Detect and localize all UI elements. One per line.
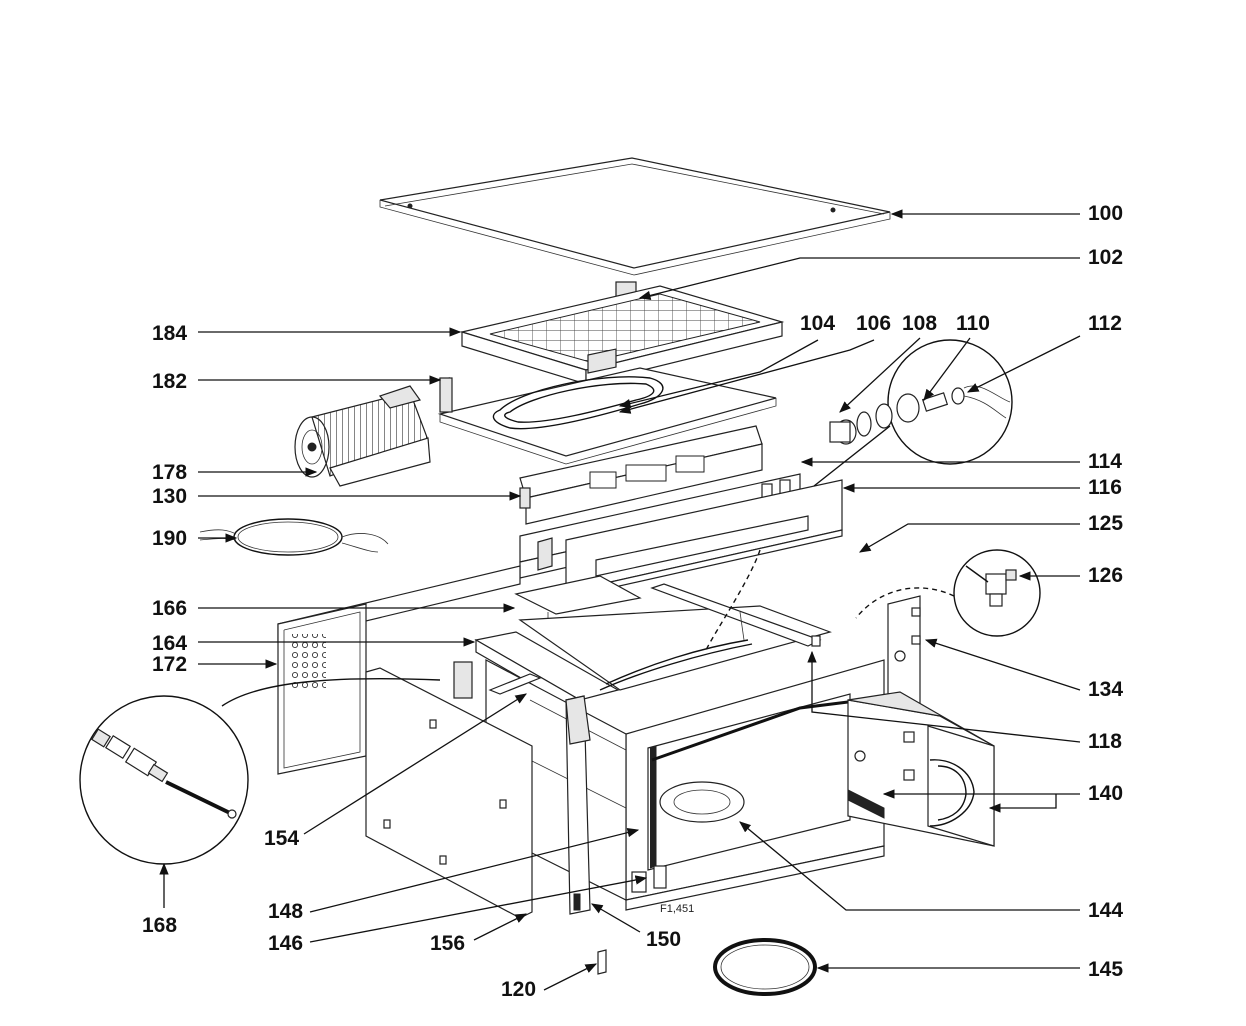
callout-100: 100 — [1088, 202, 1123, 225]
callout-144: 144 — [1088, 899, 1123, 922]
leader-156 — [473, 913, 528, 941]
callout-104: 104 — [800, 312, 835, 335]
detail-circle-hose-fittings — [813, 339, 1013, 487]
callout-102: 102 — [1088, 246, 1123, 269]
callout-108: 108 — [902, 312, 937, 335]
control-bracket — [519, 348, 763, 525]
callout-130: 130 — [152, 485, 187, 508]
leader-125 — [858, 523, 1080, 553]
callout-134: 134 — [1088, 678, 1123, 701]
callout-106: 106 — [856, 312, 891, 335]
callout-125: 125 — [1088, 512, 1123, 535]
leader-102 — [638, 257, 1080, 300]
leader-144 — [739, 821, 1080, 911]
grid-shelf-panel — [459, 285, 785, 385]
callout-labels: 100 102 104 106 108 110 112 114 116 118 … — [142, 202, 1123, 1001]
callout-184: 184 — [152, 322, 187, 345]
callout-168: 168 — [142, 914, 177, 937]
callout-154: 154 — [264, 827, 299, 850]
callout-190: 190 — [152, 527, 187, 550]
callout-182: 182 — [152, 370, 187, 393]
callout-148: 148 — [268, 900, 303, 923]
oven-door — [847, 691, 995, 847]
callout-146: 146 — [268, 932, 303, 955]
back-plate — [365, 667, 542, 919]
detail-circle-connector — [79, 677, 441, 865]
leader-106 — [618, 339, 875, 414]
callout-178: 178 — [152, 461, 187, 484]
callout-118: 118 — [1088, 730, 1122, 753]
leader-lines — [159, 209, 1081, 991]
detail-circle-valve — [855, 549, 1041, 637]
leader-118 — [807, 650, 1081, 743]
leader-108 — [839, 337, 921, 413]
callout-164: 164 — [152, 632, 187, 655]
wire-harness — [199, 518, 389, 556]
leader-150 — [590, 903, 641, 933]
heating-element-plate — [435, 367, 777, 465]
callout-126: 126 — [1088, 564, 1123, 587]
oven-cavity: F1,451 — [453, 575, 885, 915]
callout-116: 116 — [1088, 476, 1122, 499]
blower-fan-motor — [294, 385, 431, 487]
callout-114: 114 — [1088, 450, 1122, 473]
small-clip — [597, 949, 607, 975]
callout-166: 166 — [152, 597, 187, 620]
front-trim-panel — [565, 479, 843, 599]
leader-148 — [309, 828, 640, 913]
leader-112 — [966, 335, 1081, 393]
leader-146 — [309, 875, 648, 943]
top-cover-plate — [379, 157, 891, 276]
leader-104 — [618, 339, 819, 409]
callout-156: 156 — [430, 932, 465, 955]
figure-code: F1,451 — [660, 903, 694, 915]
turntable-ring — [713, 938, 817, 996]
callout-112: 112 — [1088, 312, 1122, 335]
guide-rail — [650, 583, 822, 647]
leader-120 — [543, 963, 598, 991]
callout-110: 110 — [956, 312, 990, 335]
leader-140b — [988, 794, 1057, 813]
callout-140: 140 — [1088, 782, 1123, 805]
side-panel-perforated — [277, 565, 521, 775]
callout-150: 150 — [646, 928, 681, 951]
callout-120: 120 — [501, 978, 536, 1001]
callout-145: 145 — [1088, 958, 1123, 981]
dashed-path-left — [705, 549, 761, 651]
leader-134 — [924, 638, 1081, 691]
leader-154 — [303, 693, 527, 835]
callout-172: 172 — [152, 653, 187, 676]
leader-110 — [923, 337, 971, 401]
